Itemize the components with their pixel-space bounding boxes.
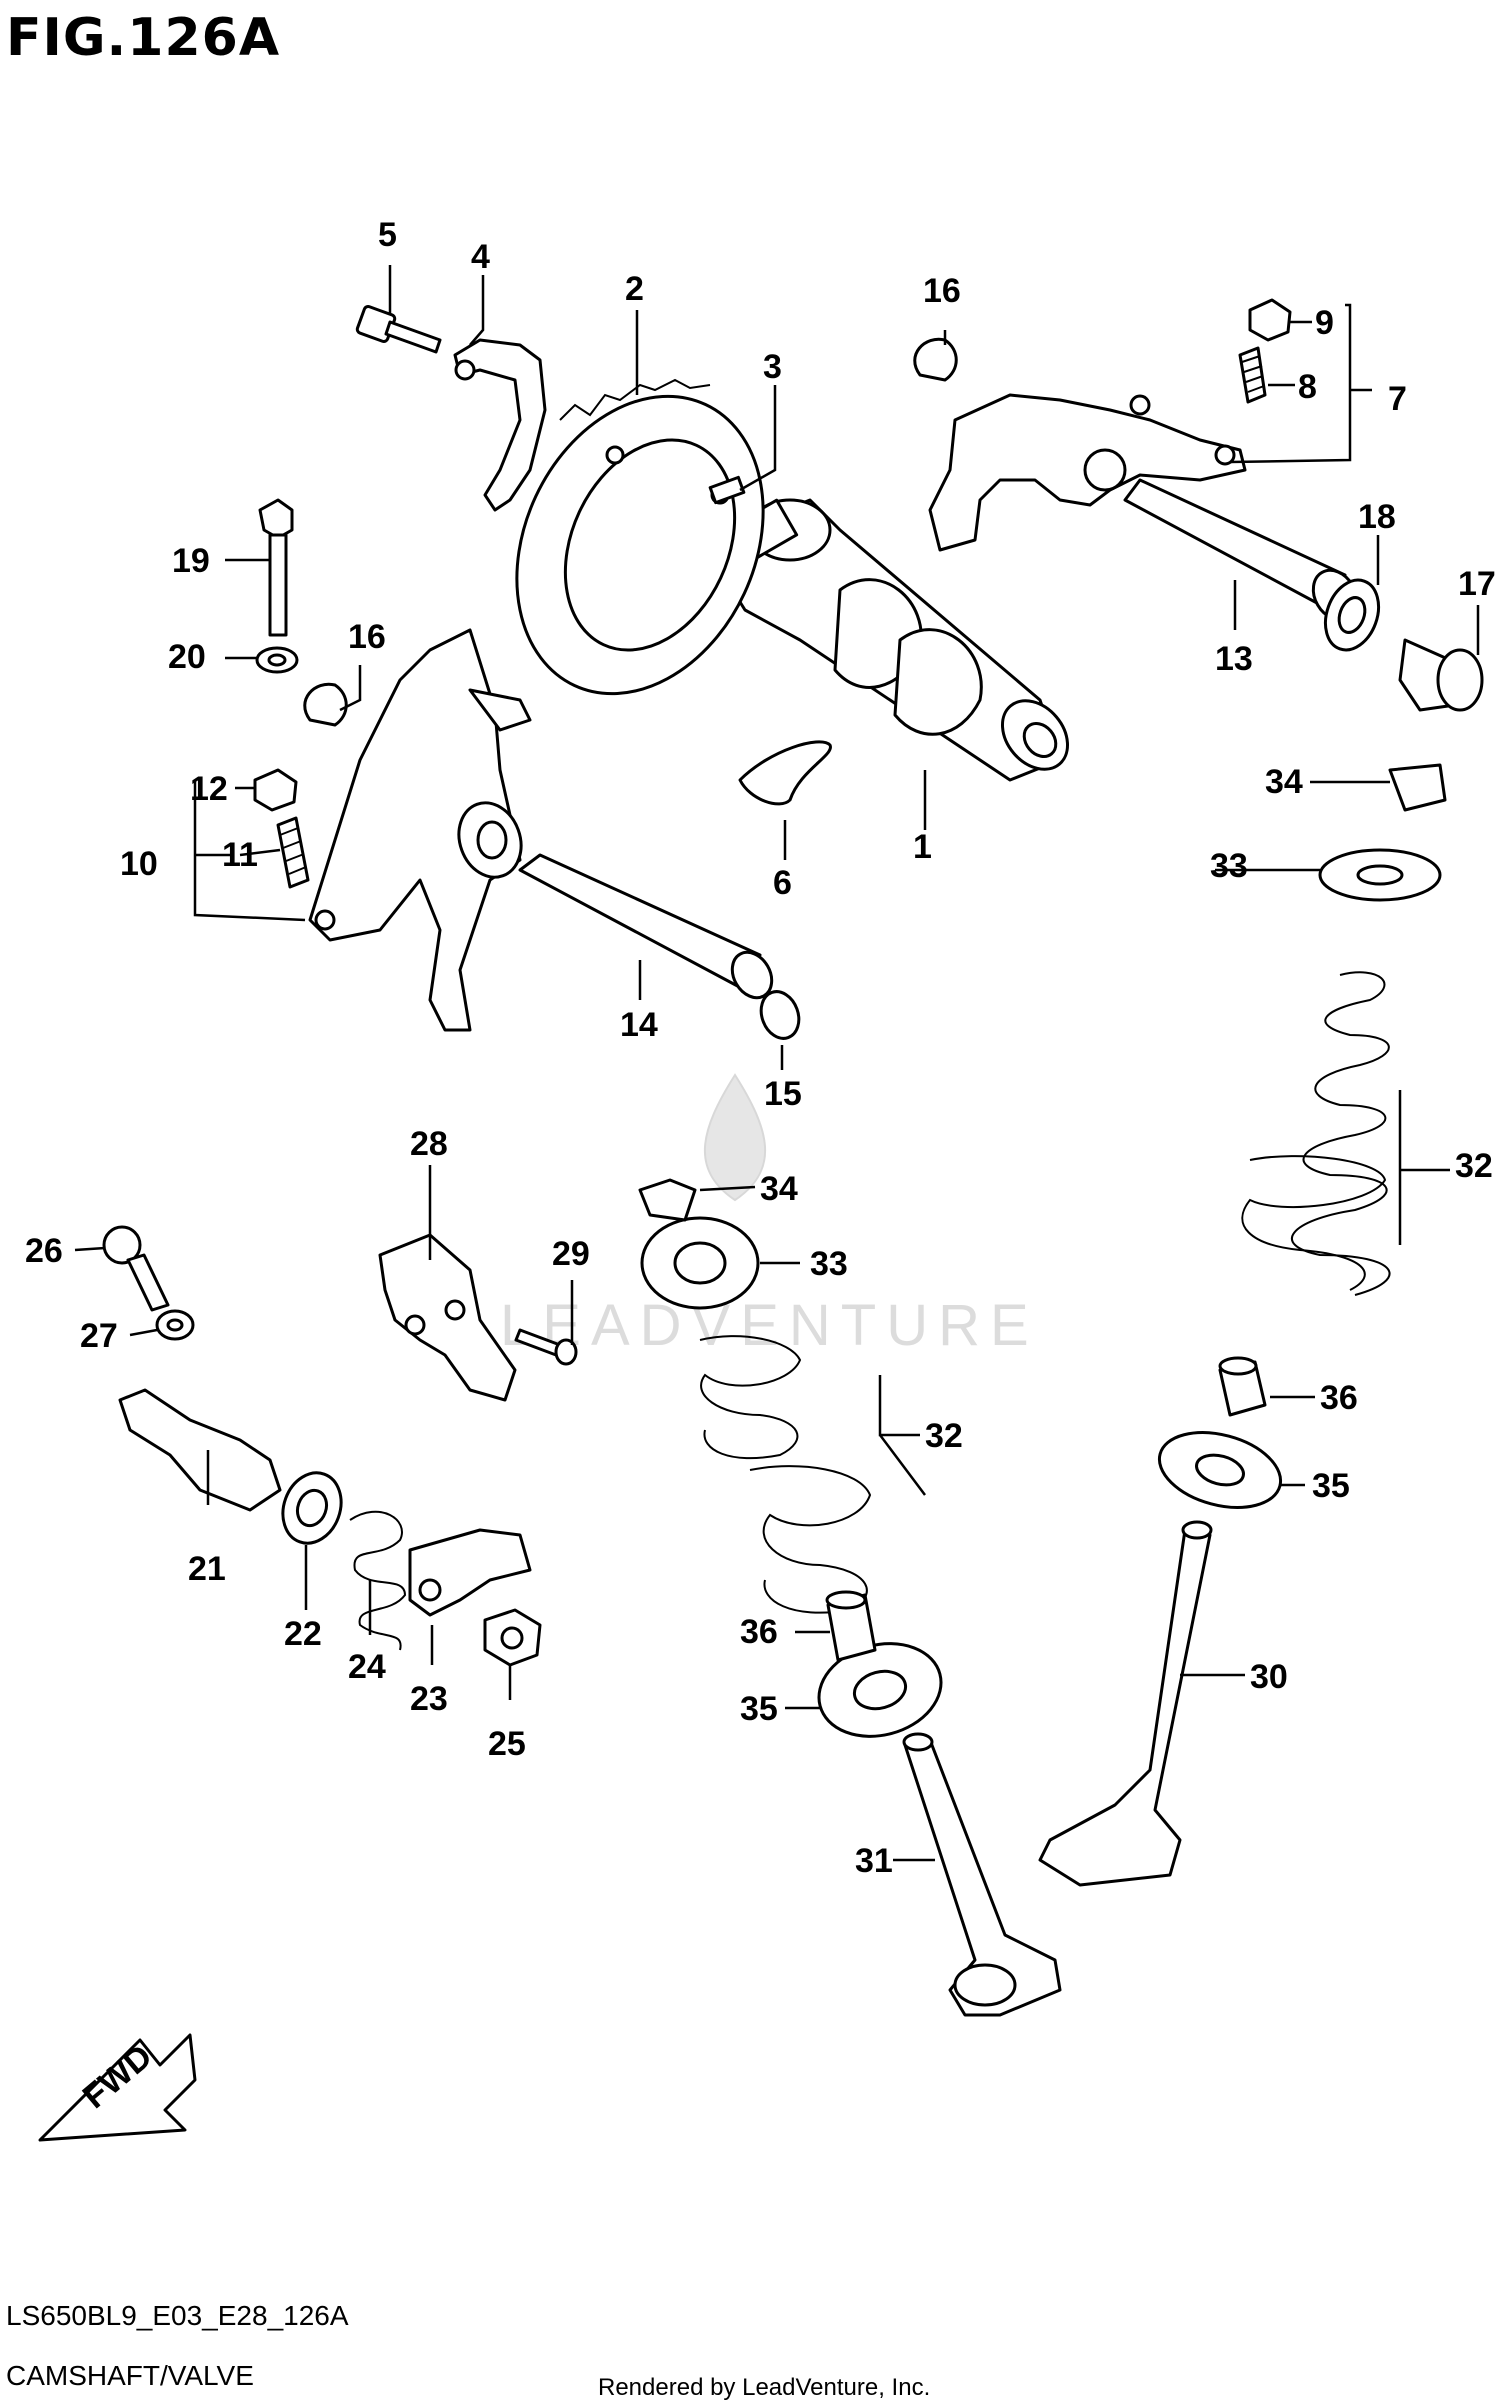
callout-13: 13 bbox=[1215, 640, 1253, 678]
callout-1: 1 bbox=[913, 828, 932, 866]
callout-12: 12 bbox=[190, 770, 228, 808]
callout-10: 10 bbox=[120, 845, 158, 883]
section-name: CAMSHAFT/VALVE bbox=[6, 2360, 254, 2391]
washer-part-18 bbox=[1323, 578, 1381, 652]
callout-8: 8 bbox=[1298, 368, 1317, 406]
watermark: LEADVENTURE bbox=[500, 1073, 1039, 1358]
callout-17: 17 bbox=[1458, 565, 1496, 603]
callout-27: 27 bbox=[80, 1317, 118, 1355]
callout-11: 11 bbox=[222, 836, 258, 874]
leader-lines bbox=[74, 265, 1480, 1862]
watermark-text: LEADVENTURE bbox=[500, 1293, 1039, 1358]
fwd-arrow-icon: FWD bbox=[38, 2033, 197, 2142]
callout-4: 4 bbox=[471, 238, 490, 276]
bolt-part-5 bbox=[355, 304, 442, 354]
lever-part-23 bbox=[408, 1528, 532, 1617]
washer-part-16-upper bbox=[913, 337, 958, 382]
callout-36-lower: 36 bbox=[740, 1613, 778, 1651]
nut-part-12 bbox=[253, 768, 298, 812]
callout-32-upper: 32 bbox=[1455, 1147, 1493, 1185]
callout-23: 23 bbox=[410, 1680, 448, 1718]
callout-34-lower: 34 bbox=[760, 1170, 798, 1208]
callout-29: 29 bbox=[552, 1235, 590, 1273]
spring-part-24 bbox=[349, 1510, 407, 1651]
callout-7: 7 bbox=[1388, 380, 1407, 418]
callout-6: 6 bbox=[773, 864, 792, 902]
callout-32-lower: 32 bbox=[925, 1417, 963, 1455]
decomp-shaft-part-21 bbox=[118, 1388, 282, 1512]
callout-22: 22 bbox=[284, 1615, 322, 1653]
clip-part-6 bbox=[738, 740, 832, 806]
plug-part-17 bbox=[1398, 638, 1484, 712]
callout-16-upper: 16 bbox=[923, 272, 961, 310]
washer-part-16-lower bbox=[303, 682, 348, 727]
rocker-shaft-part-14 bbox=[518, 853, 774, 1000]
callout-33-lower: 33 bbox=[810, 1245, 848, 1283]
oil-seal-part-22 bbox=[281, 1471, 343, 1545]
bolt-part-26 bbox=[102, 1225, 170, 1312]
bracket-part-28 bbox=[378, 1233, 517, 1402]
callout-26: 26 bbox=[25, 1232, 63, 1270]
callout-33-upper: 33 bbox=[1210, 847, 1248, 885]
callout-25: 25 bbox=[488, 1725, 526, 1763]
callout-34-upper: 34 bbox=[1265, 763, 1303, 801]
callout-18: 18 bbox=[1358, 498, 1396, 536]
callout-16-lower: 16 bbox=[348, 618, 386, 656]
retainer-part-33-lower bbox=[640, 1216, 760, 1310]
adjuster-screw-part-8 bbox=[1238, 346, 1267, 404]
callout-31: 31 bbox=[855, 1842, 893, 1880]
callout-35-upper: 35 bbox=[1312, 1467, 1350, 1505]
callout-35-lower: 35 bbox=[740, 1690, 778, 1728]
adjuster-screw-part-11 bbox=[276, 816, 310, 889]
model-code: LS650BL9_E03_E28_126A bbox=[6, 2300, 349, 2331]
callout-9: 9 bbox=[1315, 304, 1334, 342]
nut-part-9 bbox=[1248, 298, 1292, 342]
callout-20: 20 bbox=[168, 638, 206, 676]
stem-seal-part-36-upper bbox=[1218, 1356, 1267, 1417]
cotter-part-34-lower bbox=[638, 1178, 697, 1222]
callout-numbers: 1 2 3 4 5 6 7 8 9 10 11 12 13 14 15 16 1… bbox=[25, 216, 1496, 1880]
valve-spring-upper bbox=[1241, 971, 1391, 1296]
callout-15: 15 bbox=[764, 1075, 802, 1113]
credit-text: Rendered by LeadVenture, Inc. bbox=[598, 2374, 930, 2401]
valve-spring-lower bbox=[699, 1335, 872, 1614]
callout-24: 24 bbox=[348, 1648, 386, 1686]
camshaft-part bbox=[718, 498, 1070, 782]
callout-2: 2 bbox=[625, 270, 644, 308]
cotter-part-34-upper bbox=[1388, 763, 1447, 812]
spring-seat-part-35-upper bbox=[1157, 1431, 1283, 1509]
callout-30: 30 bbox=[1250, 1658, 1288, 1696]
callout-3: 3 bbox=[763, 348, 782, 386]
valve-part-30 bbox=[1038, 1520, 1213, 1887]
callout-14: 14 bbox=[620, 1006, 658, 1044]
washer-part-20 bbox=[255, 646, 299, 674]
bolt-part-19 bbox=[258, 498, 294, 637]
stem-seal-part-36-lower bbox=[825, 1590, 877, 1662]
screw-part-29 bbox=[514, 1328, 578, 1366]
plate-part bbox=[453, 338, 547, 512]
callout-28: 28 bbox=[410, 1125, 448, 1163]
callout-36-upper: 36 bbox=[1320, 1379, 1358, 1417]
rocker-arm-lower bbox=[308, 628, 532, 1032]
valve-part-31 bbox=[902, 1732, 1062, 2017]
spring-seat-part-35-lower bbox=[817, 1642, 943, 1738]
callout-5: 5 bbox=[378, 216, 397, 254]
retainer-part-33-upper bbox=[1318, 848, 1442, 902]
pin-part bbox=[708, 475, 746, 505]
rocker-arm-upper bbox=[928, 393, 1247, 552]
callout-19: 19 bbox=[172, 542, 210, 580]
figure-title: FIG.126A bbox=[6, 8, 280, 68]
nut-part-25 bbox=[483, 1608, 542, 1667]
washer-part-27 bbox=[155, 1309, 195, 1341]
callout-21: 21 bbox=[188, 1550, 226, 1588]
o-ring-part-15 bbox=[759, 990, 801, 1040]
